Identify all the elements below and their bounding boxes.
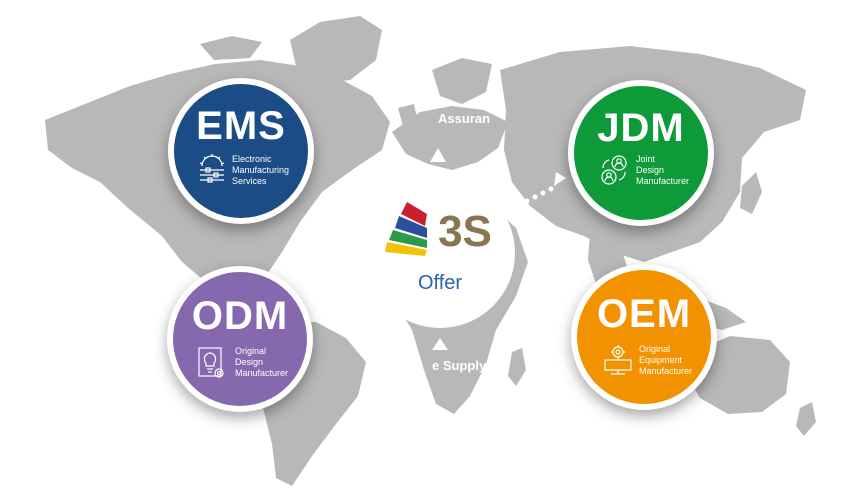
lightbulb-gear-icon — [198, 347, 224, 378]
odm-desc-line: Manufacturer — [235, 368, 289, 378]
new-zealand-shape — [796, 402, 816, 436]
oem-desc-line: Manufacturer — [639, 366, 693, 376]
connector-dot — [532, 194, 538, 200]
odm-desc-line: Original — [235, 346, 267, 356]
ems-desc-line: Manufacturing — [232, 165, 290, 175]
arrow-up-top-icon — [430, 148, 446, 162]
japan-shape — [740, 172, 762, 214]
odm-node: ODM Original Design Manufacturer — [167, 266, 313, 412]
jdm-desc-line: Design — [636, 165, 665, 175]
brand-logo-text: 3S — [438, 207, 492, 256]
odm-description: Original Design Manufacturer — [235, 346, 288, 379]
odm-title: ODM — [191, 294, 289, 338]
oem-title: OEM — [596, 292, 692, 336]
ems-title: EMS — [196, 104, 286, 148]
oem-desc-line: Equipment — [639, 355, 683, 365]
brand-logo-icon: 3S — [385, 202, 492, 256]
greenland-shape — [290, 16, 382, 84]
madagascar-shape — [508, 348, 526, 386]
jdm-desc-line: Manufacturer — [636, 176, 690, 186]
watermark-top-label: Assuran — [438, 111, 491, 126]
jdm-node: JDM Joint Design Manufacturer — [568, 80, 714, 226]
brand-center-circle: 3S Offer — [365, 178, 515, 328]
watermark-bottom-label: e Supply — [432, 358, 487, 373]
odm-desc-line: Design — [235, 357, 264, 367]
gear-sliders-icon — [199, 154, 225, 183]
connector-dot — [540, 190, 546, 196]
ems-desc-line: Electronic — [232, 154, 272, 164]
oem-desc-line: Original — [639, 344, 671, 354]
gear-monitor-icon — [604, 345, 632, 375]
connector-dot — [548, 186, 554, 192]
arctic-islands-shape — [200, 36, 262, 60]
arrow-right-icon — [554, 172, 566, 186]
europe-shape — [392, 106, 508, 170]
scandinavia-shape — [432, 58, 492, 104]
jdm-description: Joint Design Manufacturer — [636, 154, 689, 187]
offer-caption: Offer — [417, 272, 463, 294]
jdm-title: JDM — [597, 106, 685, 150]
jdm-desc-line: Joint — [636, 154, 656, 164]
arrow-up-bottom-icon — [432, 338, 448, 350]
ems-desc-line: Services — [232, 176, 267, 186]
oem-node: OEM Original Equipment Manufacturer — [571, 264, 717, 410]
uk-shape — [398, 104, 418, 130]
people-exchange-icon — [601, 155, 627, 185]
oem-description: Original Equipment Manufacturer — [639, 344, 692, 377]
ems-node: EMS Electronic Manufacturing Services — [168, 78, 314, 224]
connector-dot — [524, 198, 530, 204]
ems-description: Electronic Manufacturing Services — [232, 154, 289, 187]
